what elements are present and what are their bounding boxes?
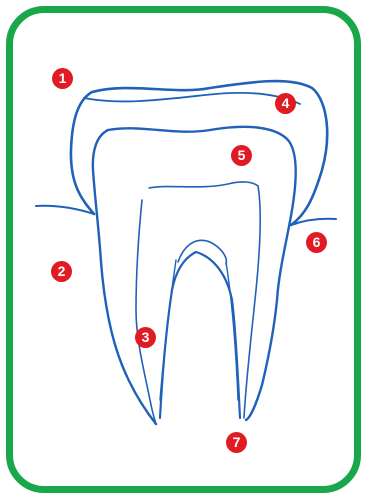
pulp-inner-left — [160, 260, 176, 400]
marker-5: 5 — [231, 145, 252, 166]
pulp-right-wall — [244, 186, 260, 418]
marker-2: 2 — [51, 261, 72, 282]
pulp-left-wall — [136, 200, 156, 424]
root-canal-left — [160, 252, 196, 418]
marker-3: 3 — [135, 327, 156, 348]
marker-6: 6 — [306, 232, 327, 253]
gum-line-left — [36, 206, 94, 214]
crown-top-fold — [84, 93, 300, 104]
root-canal-right — [196, 252, 240, 418]
marker-1: 1 — [52, 68, 73, 89]
pulp-chamber — [149, 182, 258, 188]
marker-7: 7 — [226, 432, 247, 453]
marker-4: 4 — [275, 93, 296, 114]
dentin-outline — [93, 127, 296, 420]
